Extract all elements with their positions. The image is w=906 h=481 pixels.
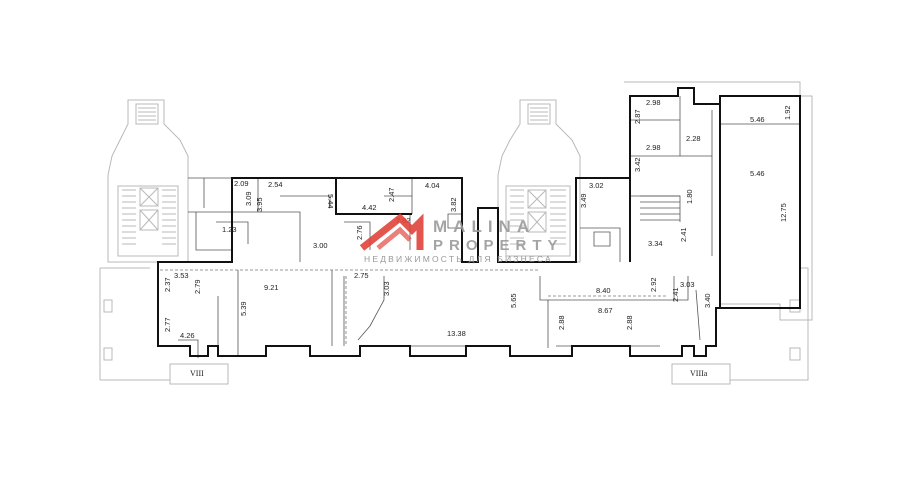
dim-label: 3.03	[680, 280, 695, 289]
watermark: MALINA PROPERTY НЕДВИЖИМОСТЬ ДЛЯ БИЗНЕСА	[359, 213, 564, 264]
dim-label: 2.77	[163, 317, 172, 332]
dim-label: 2.88	[625, 315, 634, 330]
dim-label: 2.76	[355, 225, 364, 240]
dim-label: 5.46	[750, 169, 765, 178]
interior-partitions	[160, 96, 800, 358]
dimension-labels: 2.98 5.46 1.92 2.87 2.28 2.98 3.42 5.46 …	[163, 98, 792, 340]
dim-label: 1.80	[685, 189, 694, 204]
dim-label: 5.39	[239, 301, 248, 316]
brand-name-line2: PROPERTY	[433, 237, 564, 254]
dim-label: 2.75	[354, 271, 369, 280]
brand-logo-icon	[359, 213, 424, 251]
dim-label: 5.44	[326, 194, 335, 209]
dim-label: 2.87	[633, 109, 642, 124]
dim-label: 8.67	[598, 306, 613, 315]
dim-label: 2.47	[387, 187, 396, 202]
dim-label: 2.79	[193, 279, 202, 294]
dim-label: 3.00	[313, 241, 328, 250]
dim-label: 3.02	[589, 181, 604, 190]
dim-label: 2.98	[646, 143, 661, 152]
dim-label: 2.41	[671, 287, 680, 302]
dim-label: 12.75	[779, 203, 788, 222]
axis-label-left: VIII	[190, 369, 204, 378]
dim-label: 5.46	[750, 115, 765, 124]
dim-label: 4.42	[362, 203, 377, 212]
dim-label: 2.98	[646, 98, 661, 107]
dim-label: 1.92	[783, 105, 792, 120]
dim-label: 1.23	[222, 225, 237, 234]
dim-label: 3.09	[244, 191, 253, 206]
dim-label: 2.54	[268, 180, 283, 189]
dim-label: 8.40	[596, 286, 611, 295]
dim-label: 2.09	[234, 179, 249, 188]
dim-label: 2.37	[163, 277, 172, 292]
dim-label: 3.82	[449, 197, 458, 212]
dim-label: 2.41	[679, 227, 688, 242]
axis-label-right: VIIIa	[690, 369, 708, 378]
dim-label: 3.49	[579, 193, 588, 208]
dim-label: 13.38	[447, 329, 466, 338]
brand-tagline: НЕДВИЖИМОСТЬ ДЛЯ БИЗНЕСА	[364, 254, 553, 264]
dim-label: 2.88	[557, 315, 566, 330]
dim-label: 5.65	[509, 293, 518, 308]
dim-label: 4.04	[425, 181, 440, 190]
dim-label: 9.21	[264, 283, 279, 292]
dim-label: 3.34	[648, 239, 663, 248]
dim-label: 3.40	[703, 293, 712, 308]
dim-label: 4.26	[180, 331, 195, 340]
brand-name-line1: MALINA	[433, 217, 535, 236]
dim-label: 2.28	[686, 134, 701, 143]
premises-outline	[157, 87, 801, 357]
dim-label: 3.95	[255, 197, 264, 212]
dim-label: 3.42	[633, 157, 642, 172]
dim-label: 2.92	[649, 277, 658, 292]
dim-label: 3.03	[382, 281, 391, 296]
dim-label: 3.53	[174, 271, 189, 280]
